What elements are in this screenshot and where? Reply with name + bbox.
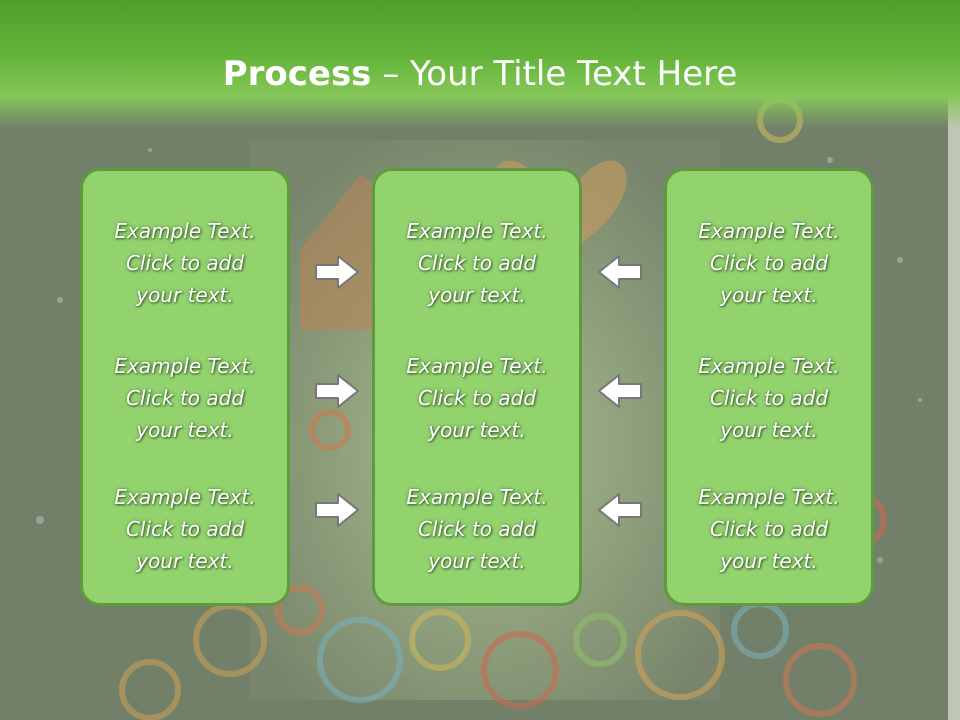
title-bar xyxy=(0,0,960,128)
left-arrow-icon xyxy=(598,493,642,527)
text-line: Click to add xyxy=(417,251,537,275)
text-placeholder[interactable]: Example Text. Click to add your text. xyxy=(667,215,871,311)
left-arrow-icon xyxy=(598,374,642,408)
text-line: Click to add xyxy=(417,517,537,541)
text-line: your text. xyxy=(720,549,818,573)
text-line: your text. xyxy=(720,283,818,307)
text-line: your text. xyxy=(136,283,234,307)
text-line: Click to add xyxy=(709,251,829,275)
left-arrow-icon xyxy=(598,255,642,289)
slide-title: Process – Your Title Text Here xyxy=(0,52,960,96)
text-line: Example Text. xyxy=(698,219,840,243)
text-line: your text. xyxy=(428,418,526,442)
text-line: Click to add xyxy=(709,386,829,410)
text-placeholder[interactable]: Example Text. Click to add your text. xyxy=(83,481,287,577)
text-placeholder[interactable]: Example Text. Click to add your text. xyxy=(83,350,287,446)
text-line: your text. xyxy=(428,283,526,307)
title-bold-part: Process xyxy=(222,54,372,94)
text-line: your text. xyxy=(136,418,234,442)
right-arrow-icon xyxy=(315,493,359,527)
text-placeholder[interactable]: Example Text. Click to add your text. xyxy=(375,350,579,446)
text-line: your text. xyxy=(136,549,234,573)
text-line: Example Text. xyxy=(114,485,256,509)
text-line: your text. xyxy=(428,549,526,573)
text-line: Example Text. xyxy=(406,354,548,378)
right-arrow-icon xyxy=(315,374,359,408)
text-line: Click to add xyxy=(125,386,245,410)
text-placeholder[interactable]: Example Text. Click to add your text. xyxy=(83,215,287,311)
text-line: Example Text. xyxy=(406,485,548,509)
text-line: Click to add xyxy=(125,517,245,541)
text-placeholder[interactable]: Example Text. Click to add your text. xyxy=(667,350,871,446)
process-box-2[interactable]: Example Text. Click to add your text. Ex… xyxy=(372,168,582,606)
text-line: Click to add xyxy=(709,517,829,541)
text-line: Example Text. xyxy=(114,219,256,243)
title-rest-part: – Your Title Text Here xyxy=(371,54,738,94)
text-placeholder[interactable]: Example Text. Click to add your text. xyxy=(667,481,871,577)
text-line: Example Text. xyxy=(698,485,840,509)
text-line: Example Text. xyxy=(406,219,548,243)
text-line: Example Text. xyxy=(698,354,840,378)
text-placeholder[interactable]: Example Text. Click to add your text. xyxy=(375,215,579,311)
process-box-3[interactable]: Example Text. Click to add your text. Ex… xyxy=(664,168,874,606)
text-line: Click to add xyxy=(125,251,245,275)
text-line: your text. xyxy=(720,418,818,442)
right-arrow-icon xyxy=(315,255,359,289)
process-box-1[interactable]: Example Text. Click to add your text. Ex… xyxy=(80,168,290,606)
text-line: Example Text. xyxy=(114,354,256,378)
text-line: Click to add xyxy=(417,386,537,410)
text-placeholder[interactable]: Example Text. Click to add your text. xyxy=(375,481,579,577)
